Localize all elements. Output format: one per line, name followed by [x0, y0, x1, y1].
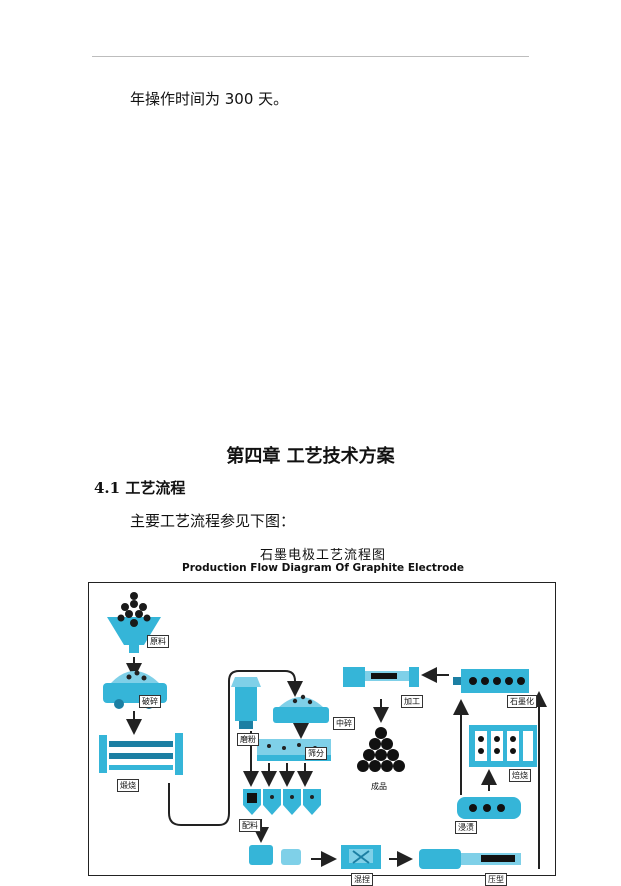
- label-kneading: 混捏: [351, 873, 373, 886]
- label-screening: 筛分: [305, 747, 327, 760]
- flow-diagram-graphic: [99, 592, 547, 869]
- impregnation-tank: [457, 797, 521, 819]
- process-flow-figure: 石墨电极工艺流程图 Production Flow Diagram Of Gra…: [88, 540, 558, 886]
- label-graphitization: 石墨化: [507, 695, 537, 708]
- extrusion-press: [419, 849, 521, 869]
- figure-title-zh: 石墨电极工艺流程图: [259, 548, 386, 563]
- paragraph-flow-intro: 主要工艺流程参见下图：: [130, 512, 296, 530]
- figure-title-en: Production Flow Diagram Of Graphite Elec…: [182, 562, 464, 574]
- diagram-frame: 原料 破碎 煅烧 磨粉 中碎 筛分 配料 混捏 压型 浸渍 焙烧 石墨化 加工 …: [88, 582, 556, 886]
- label-crushing: 破碎: [139, 695, 161, 708]
- label-finished-product: 成品: [371, 782, 387, 791]
- label-medium-crushing: 中碎: [333, 717, 355, 730]
- label-batching: 配料: [239, 819, 261, 832]
- chapter-title: 第四章 工艺技术方案: [226, 446, 395, 467]
- paragraph-operating-time: 年操作时间为 300 天。: [130, 90, 289, 108]
- label-machining: 加工: [401, 695, 423, 708]
- label-raw-material: 原料: [147, 635, 169, 648]
- baking-furnace: [469, 725, 537, 767]
- raw-material-lumps: [117, 592, 151, 627]
- label-grinding: 磨粉: [237, 733, 259, 746]
- label-pressing: 压型: [485, 873, 507, 886]
- label-baking: 焙烧: [509, 769, 531, 782]
- calcining-kiln: [99, 733, 183, 775]
- machining-lathe: [343, 667, 419, 687]
- kneading-machine: [341, 845, 381, 869]
- batching-silos: [243, 789, 321, 815]
- finished-product-stack: [357, 727, 405, 772]
- weighing-hoppers: [249, 845, 301, 865]
- header-rule: [92, 56, 529, 57]
- medium-crusher: [273, 694, 329, 723]
- graphitization-furnace: [453, 669, 529, 693]
- section-title: 4.1 工艺流程: [94, 479, 186, 497]
- label-impregnation: 浸渍: [455, 821, 477, 834]
- grinding-mill: [231, 677, 261, 729]
- label-calcining: 煅烧: [117, 779, 139, 792]
